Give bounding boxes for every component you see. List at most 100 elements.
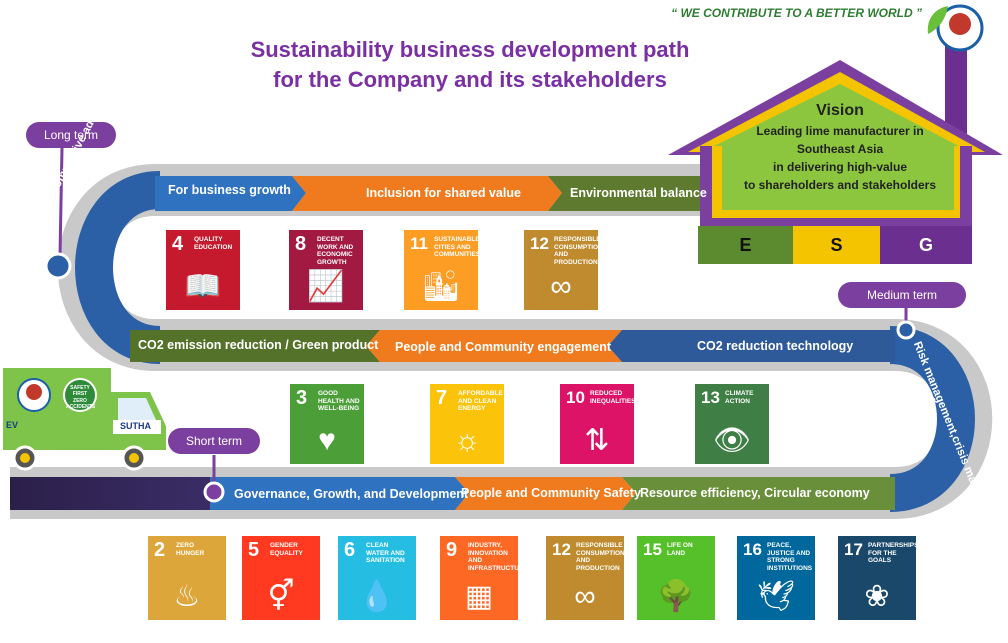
short-term-marker xyxy=(203,455,225,503)
eye-globe-icon: 👁 xyxy=(712,424,752,457)
heartbeat-icon: ♥ xyxy=(318,424,336,457)
sdg-15-tile: 15 LIFE ON LAND 🌳 xyxy=(637,536,715,620)
vision-house xyxy=(668,40,1003,264)
bowl-icon: ♨ xyxy=(173,580,201,613)
motto-text: “ WE CONTRIBUTE TO A BETTER WORLD ” xyxy=(671,6,922,20)
road-bottom-seg-2 xyxy=(455,477,636,510)
sdg-title: INDUSTRY, INNOVATION AND INFRASTRUCTURE xyxy=(468,542,518,572)
road-mid-seg-1 xyxy=(130,330,380,362)
road-mid-label-2: People and Community engagement xyxy=(395,340,612,354)
esg-s: S xyxy=(830,235,843,255)
sdg-title: GOOD HEALTH AND WELL-BEING xyxy=(318,390,360,412)
vision-line3: in delivering high-value xyxy=(772,160,908,174)
road-right-curve xyxy=(888,326,975,512)
sdg-title: PEACE, JUSTICE AND STRONG INSTITUTIONS xyxy=(767,542,813,572)
sdg-9-tile: 9 INDUSTRY, INNOVATION AND INFRASTRUCTURE… xyxy=(440,536,518,620)
road-bottom-seg-3 xyxy=(622,477,895,510)
road-top-seg-1 xyxy=(155,176,306,211)
road-top-label-1: For business growth xyxy=(168,183,291,197)
sdg-number: 9 xyxy=(446,539,458,561)
truck-badge-line1: SAFETY FIRST xyxy=(70,385,90,397)
sdg-title: ZERO HUNGER xyxy=(176,542,205,557)
road-bottom-label-2: People and Community Safety xyxy=(461,486,641,500)
vision-line1: Leading lime manufacturer in xyxy=(756,124,924,138)
sdg-2-tile: 2 ZERO HUNGER ♨ xyxy=(148,536,226,620)
short-term-label: Short term xyxy=(168,428,260,454)
sdg-number: 13 xyxy=(701,388,720,407)
road-bottom-seg-1 xyxy=(210,477,469,510)
sdg-number: 16 xyxy=(743,540,762,559)
dove-icon: 🕊 xyxy=(756,580,796,613)
road-bottom-label-3: Resource efficiency, Circular economy xyxy=(640,486,870,500)
sdg-number: 4 xyxy=(172,233,184,255)
infinity-icon: ∞ xyxy=(574,580,596,613)
road-mid-seg-2 xyxy=(366,330,622,362)
medium-term-marker xyxy=(896,308,916,340)
sdg-title: RESPONSIBLE CONSUMPTION AND PRODUCTION xyxy=(554,236,598,266)
sdg-title: DECENT WORK AND ECONOMIC GROWTH xyxy=(317,236,354,266)
truck xyxy=(3,368,166,471)
sdg-title: QUALITY EDUCATION xyxy=(194,236,233,251)
road-top-label-3: Environmental balance xyxy=(570,186,707,200)
sdg-number: 2 xyxy=(154,539,166,561)
vision-line2: Southeast Asia xyxy=(796,142,884,156)
esg-g: G xyxy=(918,235,933,255)
sdg-title: LIFE ON LAND xyxy=(667,542,693,557)
flower-icon: ❀ xyxy=(864,580,890,613)
sdg-number: 17 xyxy=(844,540,863,559)
infinity-icon: ∞ xyxy=(550,270,572,303)
vision-line4: to shareholders and stakeholders xyxy=(743,178,937,192)
book-icon: 📖 xyxy=(184,270,222,303)
growth-chart-icon: 📈 xyxy=(307,270,345,303)
sdg-title: CLIMATE ACTION xyxy=(725,390,754,405)
long-term-marker xyxy=(44,147,72,280)
sdg-13-tile: 13 CLIMATE ACTION 👁 xyxy=(695,384,769,464)
sdg-17-tile: 17 PARTNERSHIPS FOR THE GOALS ❀ xyxy=(838,536,916,620)
sdg-title: REDUCED INEQUALITIES xyxy=(590,390,634,405)
road-mid-label-3: CO2 reduction technology xyxy=(697,339,854,353)
sdg-16-tile: 16 PEACE, JUSTICE AND STRONG INSTITUTIONS… xyxy=(737,536,815,620)
sdg-number: 11 xyxy=(410,234,428,253)
sdg-number: 6 xyxy=(344,539,356,561)
sdg-number: 15 xyxy=(643,540,662,559)
road-mid-seg-3 xyxy=(608,330,895,362)
cubes-icon: ▦ xyxy=(464,580,494,613)
sdg-7-tile: 7 AFFORDABLE AND CLEAN ENERGY ☼ xyxy=(430,384,504,464)
tree-icon: 🌳 xyxy=(657,580,695,613)
sdg-title: GENDER EQUALITY xyxy=(270,542,303,557)
equality-icon: ⇅ xyxy=(584,424,610,457)
sdg-4-tile: 4 QUALITY EDUCATION 📖 xyxy=(166,230,240,310)
medium-term-label: Medium term xyxy=(838,282,966,308)
city-icon: 🏙 xyxy=(421,270,461,303)
sdg-number: 10 xyxy=(566,388,585,407)
page-title-line2: for the Company and its stakeholders xyxy=(273,67,667,92)
road-top-seg-3 xyxy=(548,176,728,211)
truck-plate: EV xyxy=(6,420,19,430)
sdg-number: 7 xyxy=(436,387,448,409)
truck-brand: SUTHA xyxy=(120,421,151,431)
road-top-seg-2 xyxy=(292,176,562,211)
road-mid-label-1: CO2 emission reduction / Green product xyxy=(138,338,379,352)
sdg-title: RESPONSIBLE CONSUMPTION AND PRODUCTION xyxy=(576,542,624,572)
sun-power-icon: ☼ xyxy=(453,424,481,457)
sdg-10-tile: 10 REDUCED INEQUALITIES ⇅ xyxy=(560,384,634,464)
road-bottom-seg-0 xyxy=(10,477,210,510)
road-top-label-2: Inclusion for shared value xyxy=(366,186,521,200)
sdg-number: 3 xyxy=(296,387,308,409)
esg-e: E xyxy=(739,235,752,255)
water-drop-icon: 💧 xyxy=(358,580,396,613)
sdg-number: 12 xyxy=(552,540,571,559)
vision-heading: Vision xyxy=(816,102,864,119)
sdg-title: PARTNERSHIPS FOR THE GOALS xyxy=(868,542,916,564)
company-logo xyxy=(927,4,984,52)
sdg-title: AFFORDABLE AND CLEAN ENERGY xyxy=(458,390,503,412)
long-term-label: Long term xyxy=(26,122,116,148)
truck-badge-line2: ZERO ACCIDENTS xyxy=(66,398,96,410)
sdg-number: 5 xyxy=(248,539,260,561)
